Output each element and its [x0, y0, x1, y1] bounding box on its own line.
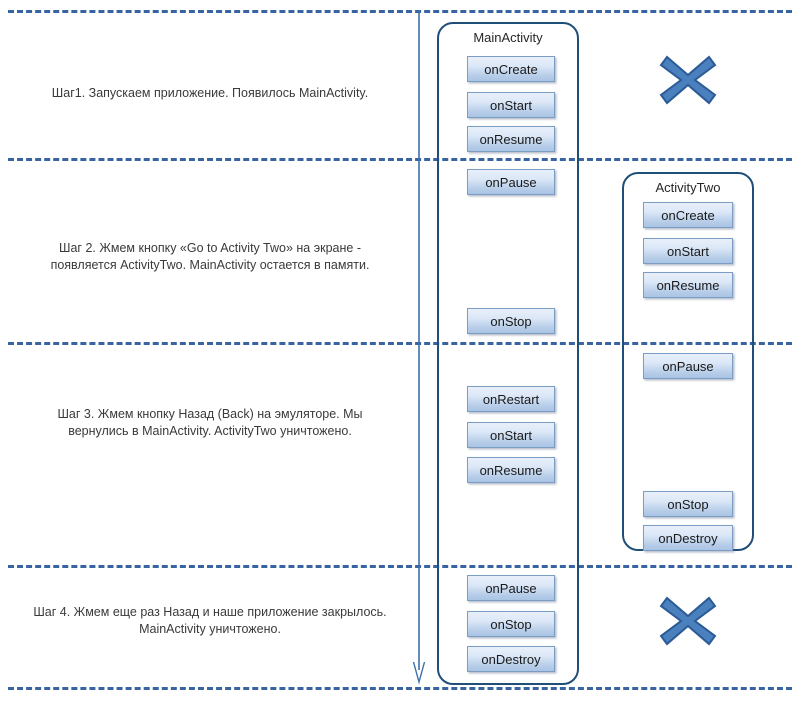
activity-two-title: ActivityTwo — [655, 180, 721, 195]
step-1-description: Шаг1. Запускаем приложение. Появилось Ma… — [51, 86, 369, 100]
main-onRestart-step3[interactable]: onRestart — [467, 386, 555, 412]
step-4-description: Шаг 4. Жмем еще раз Назад и наше приложе… — [33, 605, 387, 636]
x-mark-icon-step4 — [659, 596, 717, 646]
separator-step1-step2 — [8, 158, 792, 161]
timeline-arrow-icon — [412, 10, 426, 685]
main-onStart-step3[interactable]: onStart — [467, 422, 555, 448]
main-onResume-step1[interactable]: onResume — [467, 126, 555, 152]
two-onDestroy-step3[interactable]: onDestroy — [643, 525, 733, 551]
step-3-description: Шаг 3. Жмем кнопку Назад (Back) на эмуля… — [57, 407, 363, 438]
two-onCreate-step2[interactable]: onCreate — [643, 202, 733, 228]
separator-step3-step4 — [8, 565, 792, 568]
separator-top — [8, 10, 792, 13]
two-onPause-step3[interactable]: onPause — [643, 353, 733, 379]
separator-bottom — [8, 687, 792, 690]
main-onStop-step4[interactable]: onStop — [467, 611, 555, 637]
main-onDestroy-step4[interactable]: onDestroy — [467, 646, 555, 672]
main-onPause-step2[interactable]: onPause — [467, 169, 555, 195]
x-mark-icon-step1 — [659, 55, 717, 105]
separator-step2-step3 — [8, 342, 792, 345]
two-onResume-step2[interactable]: onResume — [643, 272, 733, 298]
main-onPause-step4[interactable]: onPause — [467, 575, 555, 601]
step-2-description: Шаг 2. Жмем кнопку «Go to Activity Two» … — [50, 241, 370, 272]
main-activity-title: MainActivity — [473, 30, 543, 45]
two-onStop-step3[interactable]: onStop — [643, 491, 733, 517]
main-onResume-step3[interactable]: onResume — [467, 457, 555, 483]
main-onStart-step1[interactable]: onStart — [467, 92, 555, 118]
two-onStart-step2[interactable]: onStart — [643, 238, 733, 264]
main-onStop-step2[interactable]: onStop — [467, 308, 555, 334]
main-onCreate-step1[interactable]: onCreate — [467, 56, 555, 82]
main-activity-container: MainActivity — [437, 22, 579, 685]
